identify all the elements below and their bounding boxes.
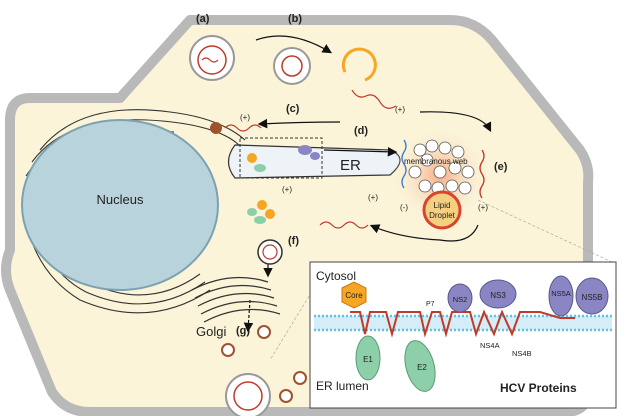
ns2-label: NS2 — [453, 295, 468, 304]
hcv-proteins-title: HCV Proteins — [500, 381, 577, 395]
golgi-apparatus — [191, 276, 281, 323]
envelope-protein-icon — [254, 164, 266, 172]
golgi-label: Golgi — [196, 324, 226, 339]
plus-label: (+) — [395, 105, 405, 114]
plus-label: (+) — [240, 113, 250, 122]
ribosome — [210, 122, 222, 134]
er-label: ER — [340, 157, 361, 174]
virion-uncoating — [341, 47, 397, 109]
cytosol-label: Cytosol — [316, 269, 356, 283]
rna-strand — [319, 221, 369, 229]
er-lumen-label: ER lumen — [316, 379, 369, 393]
minus-strand-label: (-) — [400, 203, 408, 212]
step-b-label: (b) — [288, 13, 302, 25]
core-label: Core — [345, 291, 363, 300]
step-d-label: (d) — [354, 125, 368, 137]
virion-entry — [189, 35, 235, 81]
plus-label: (+) — [368, 193, 378, 202]
step-a-label: (a) — [196, 13, 210, 25]
ns-protein-icon — [310, 152, 320, 160]
ns5a-label: NS5A — [551, 289, 571, 298]
ns5a-protein — [548, 275, 574, 317]
translation-box — [239, 137, 323, 179]
lipid-droplet — [422, 190, 462, 230]
step-e-label: (e) — [494, 161, 508, 173]
secretory-vesicle — [293, 371, 307, 385]
lipid-droplet-label-1: Lipid — [434, 201, 451, 210]
p7-label: P7 — [426, 301, 435, 308]
plus-strand-label: (+) — [478, 203, 488, 212]
secretory-vesicle — [257, 325, 271, 339]
ns5b-protein — [575, 277, 609, 315]
step-c-label: (c) — [286, 103, 300, 115]
ns2-protein — [447, 283, 473, 313]
virion-budding — [257, 239, 283, 265]
polyprotein-chain — [350, 309, 575, 338]
ns-protein-icon — [298, 145, 312, 155]
e1-label: E1 — [363, 355, 373, 364]
plus-strand-rna — [479, 149, 485, 199]
e2-protein — [404, 340, 436, 392]
ns4b-label: NS4B — [512, 349, 532, 358]
core-protein-icon — [247, 153, 257, 163]
flow-arrows — [243, 35, 492, 333]
secretory-vesicle — [279, 389, 293, 403]
ns5b-label: NS5B — [582, 293, 603, 302]
e2-label: E2 — [417, 363, 427, 372]
ns4a-label: NS4A — [480, 341, 500, 350]
lipid-droplet-label-2: Droplet — [429, 211, 456, 220]
virion-release — [225, 373, 271, 416]
rna-strand — [224, 124, 262, 132]
virion-endosome — [273, 47, 311, 85]
hcv-proteins-inset: Cytosol ER lumen HCV Proteins Core E1 E2… — [309, 261, 617, 409]
nucleus — [21, 119, 219, 291]
plus-label: (+) — [282, 185, 292, 194]
minus-strand-rna — [401, 139, 407, 189]
membranous-web-label: membranous web — [404, 157, 468, 166]
ns3-protein — [479, 279, 517, 309]
nucleus-label: Nucleus — [97, 192, 144, 207]
assembly-site — [247, 200, 275, 224]
step-f-label: (f) — [288, 235, 299, 247]
core-protein — [341, 281, 367, 309]
ns3-label: NS3 — [490, 291, 506, 300]
e1-protein — [355, 335, 381, 381]
secretory-vesicle — [221, 343, 235, 357]
zoom-guide — [269, 261, 331, 361]
